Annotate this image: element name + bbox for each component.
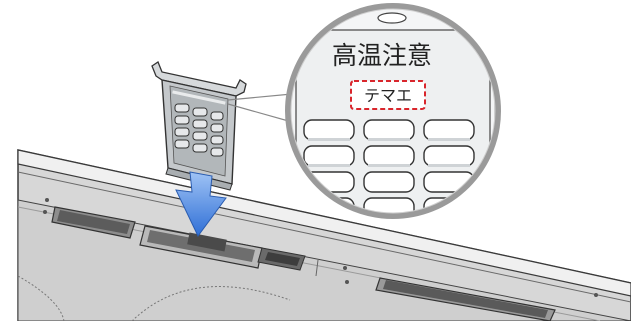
cooktop [17,149,631,321]
highlight-box [350,80,426,110]
magnifier-circle [285,3,501,219]
magnifier-leader-lines [227,93,293,123]
filter-part [151,61,247,191]
down-arrow-icon [175,171,227,237]
vent-slots [43,198,598,321]
marked-label-group: テマエ [350,80,426,110]
marked-label: テマエ [364,86,412,105]
warning-text: 高温注意 [332,41,432,70]
